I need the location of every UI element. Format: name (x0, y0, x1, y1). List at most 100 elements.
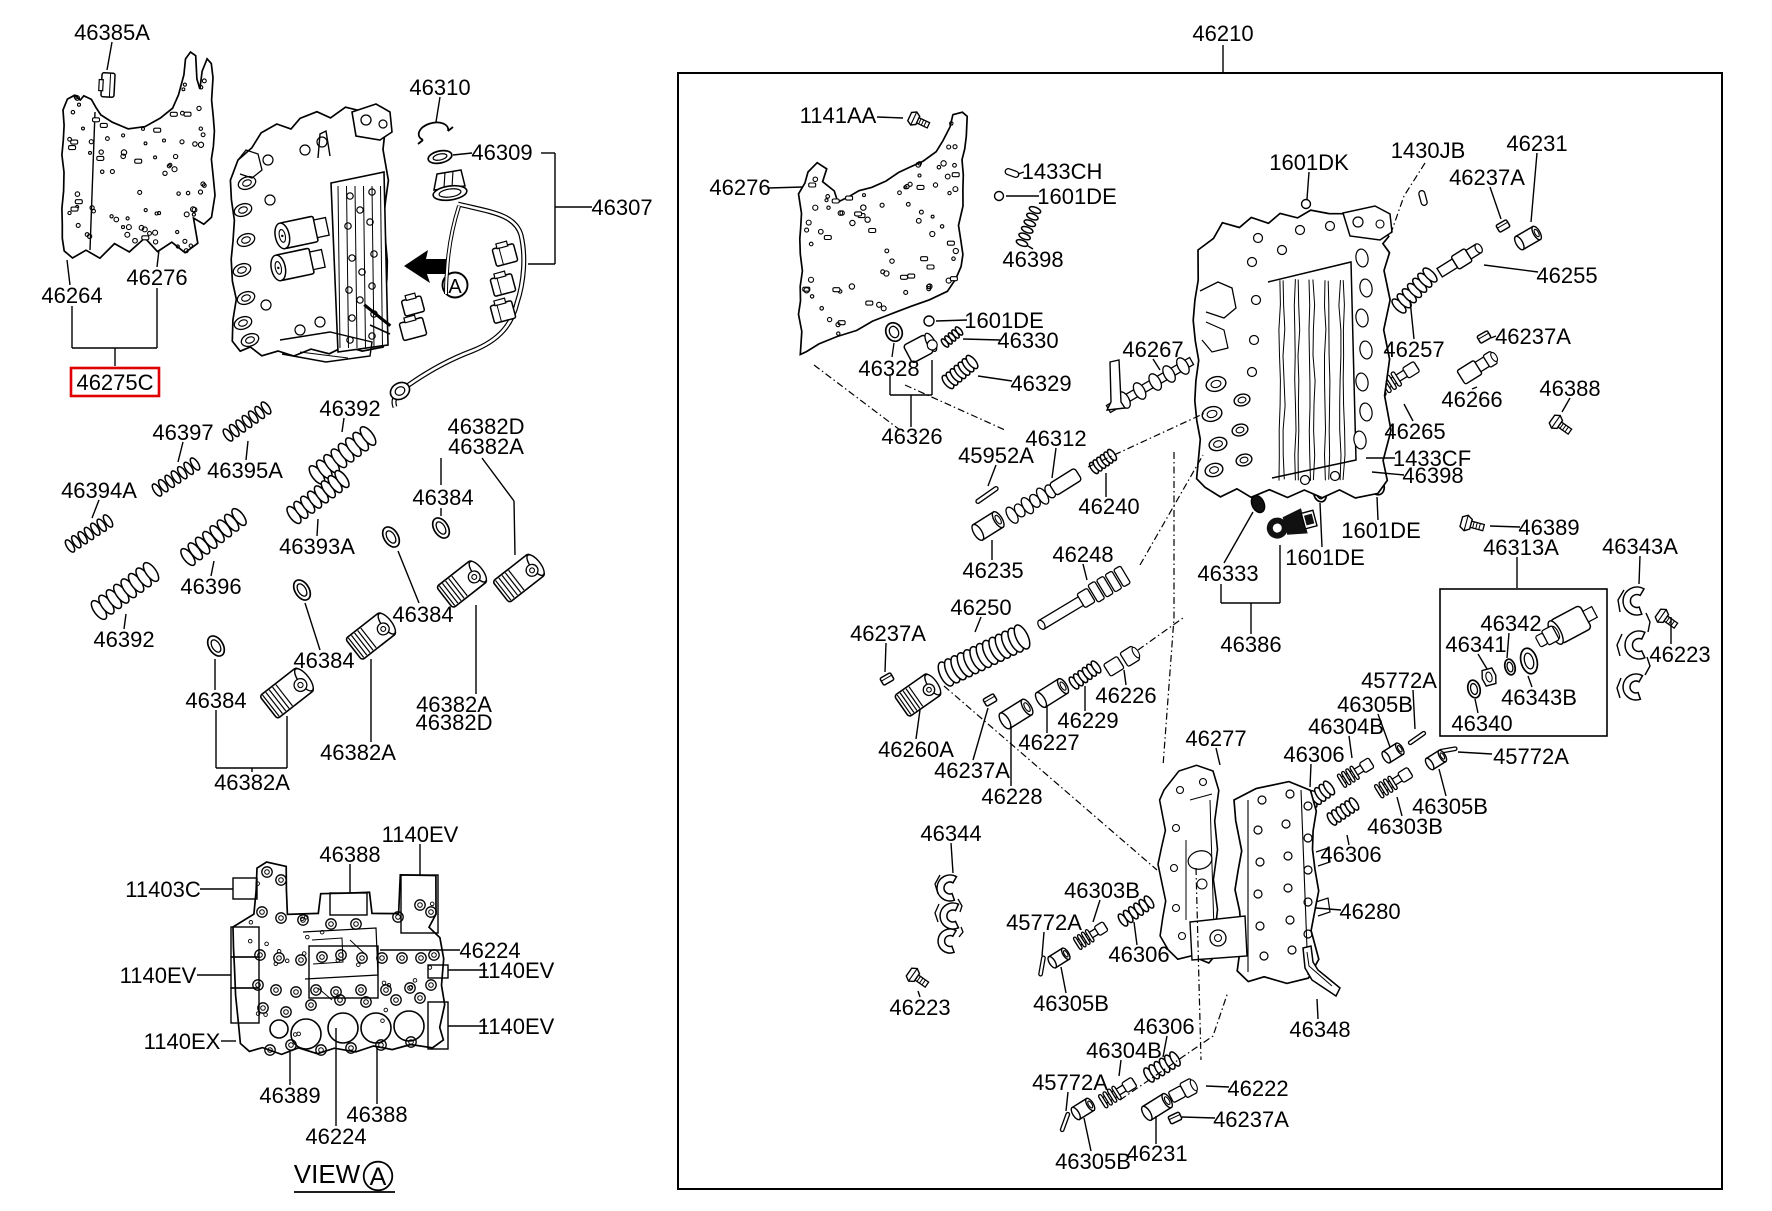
svg-text:46224: 46224 (459, 938, 520, 963)
svg-text:A: A (448, 276, 462, 298)
svg-text:46237A: 46237A (1495, 324, 1571, 349)
svg-text:46306: 46306 (1108, 942, 1169, 967)
svg-text:46306: 46306 (1133, 1014, 1194, 1039)
svg-text:1140EV: 1140EV (120, 963, 197, 988)
svg-text:46392: 46392 (93, 627, 154, 652)
svg-text:46382A: 46382A (320, 740, 396, 765)
svg-text:1141AA: 1141AA (800, 103, 877, 128)
svg-text:46240: 46240 (1078, 494, 1139, 519)
svg-text:46333: 46333 (1197, 561, 1258, 586)
svg-text:46227: 46227 (1018, 730, 1079, 755)
svg-text:46228: 46228 (981, 784, 1042, 809)
svg-text:46305B: 46305B (1412, 794, 1488, 819)
svg-text:46343A: 46343A (1602, 534, 1678, 559)
svg-text:46384: 46384 (412, 485, 473, 510)
svg-text:46382A: 46382A (448, 434, 524, 459)
svg-text:11403C: 11403C (125, 877, 201, 902)
svg-text:46382A: 46382A (214, 770, 290, 795)
svg-text:46398: 46398 (1402, 463, 1463, 488)
svg-text:46304B: 46304B (1308, 714, 1384, 739)
svg-text:46231: 46231 (1126, 1141, 1187, 1166)
svg-text:46386: 46386 (1220, 632, 1281, 657)
svg-text:46265: 46265 (1384, 419, 1445, 444)
svg-text:46393A: 46393A (279, 534, 355, 559)
svg-text:46307: 46307 (591, 195, 652, 220)
svg-text:45772A: 45772A (1493, 744, 1569, 769)
svg-text:46223: 46223 (889, 995, 950, 1020)
svg-text:46222: 46222 (1227, 1076, 1288, 1101)
svg-text:1140EV: 1140EV (478, 1014, 555, 1039)
svg-text:46395A: 46395A (207, 458, 283, 483)
svg-text:46237A: 46237A (850, 621, 926, 646)
svg-text:1601DE: 1601DE (1285, 545, 1365, 570)
svg-text:46237A: 46237A (1449, 165, 1525, 190)
svg-text:46382D: 46382D (415, 710, 492, 735)
svg-text:46392: 46392 (319, 396, 380, 421)
svg-text:46343B: 46343B (1501, 685, 1577, 710)
svg-text:1601DE: 1601DE (1037, 184, 1117, 209)
svg-text:46303B: 46303B (1064, 878, 1140, 903)
svg-text:46309: 46309 (471, 140, 532, 165)
svg-text:46326: 46326 (881, 424, 942, 449)
svg-text:46396: 46396 (180, 574, 241, 599)
svg-text:46344: 46344 (920, 821, 981, 846)
svg-text:46385A: 46385A (74, 20, 150, 45)
svg-text:46223: 46223 (1649, 642, 1710, 667)
svg-text:45772A: 45772A (1361, 668, 1437, 693)
svg-text:46328: 46328 (858, 356, 919, 381)
svg-text:46313A: 46313A (1483, 535, 1559, 560)
svg-text:46397: 46397 (152, 420, 213, 445)
svg-text:46257: 46257 (1383, 337, 1444, 362)
svg-text:46235: 46235 (962, 558, 1023, 583)
svg-text:46388: 46388 (346, 1102, 407, 1127)
svg-text:46388: 46388 (1539, 376, 1600, 401)
svg-text:46304B: 46304B (1086, 1038, 1162, 1063)
svg-text:VIEW: VIEW (294, 1159, 361, 1189)
svg-text:46266: 46266 (1441, 387, 1502, 412)
svg-text:46305B: 46305B (1033, 991, 1109, 1016)
svg-text:46389: 46389 (259, 1083, 320, 1108)
svg-text:46382A: 46382A (416, 692, 492, 717)
svg-text:1430JB: 1430JB (1391, 138, 1466, 163)
svg-text:1433CF: 1433CF (1393, 446, 1471, 471)
svg-text:46341: 46341 (1445, 632, 1506, 657)
svg-text:46384: 46384 (293, 648, 354, 673)
svg-text:46250: 46250 (950, 595, 1011, 620)
svg-text:45952A: 45952A (958, 443, 1034, 468)
svg-text:46229: 46229 (1057, 708, 1118, 733)
svg-text:46305B: 46305B (1337, 692, 1413, 717)
svg-text:46394A: 46394A (61, 478, 137, 503)
svg-text:46398: 46398 (1002, 247, 1063, 272)
svg-text:1601DE: 1601DE (964, 308, 1044, 333)
svg-text:46237A: 46237A (1213, 1107, 1289, 1132)
svg-text:46255: 46255 (1536, 263, 1597, 288)
svg-text:46384: 46384 (392, 602, 453, 627)
svg-text:46312: 46312 (1025, 426, 1086, 451)
svg-text:45772A: 45772A (1006, 910, 1082, 935)
svg-text:46224: 46224 (305, 1124, 366, 1149)
svg-text:46275C: 46275C (76, 370, 153, 395)
svg-text:46340: 46340 (1451, 711, 1512, 736)
svg-text:46276: 46276 (709, 175, 770, 200)
svg-text:1601DE: 1601DE (1341, 518, 1421, 543)
svg-text:1140EV: 1140EV (382, 822, 459, 847)
svg-text:46280: 46280 (1339, 899, 1400, 924)
svg-text:46388: 46388 (319, 842, 380, 867)
svg-text:46276: 46276 (126, 265, 187, 290)
svg-text:46310: 46310 (409, 75, 470, 100)
svg-text:46348: 46348 (1289, 1017, 1350, 1042)
svg-text:46329: 46329 (1010, 371, 1071, 396)
svg-text:46389: 46389 (1518, 515, 1579, 540)
svg-text:46306: 46306 (1320, 842, 1381, 867)
svg-text:46248: 46248 (1052, 542, 1113, 567)
svg-text:46264: 46264 (41, 283, 102, 308)
svg-text:46267: 46267 (1122, 337, 1183, 362)
svg-text:46305B: 46305B (1055, 1149, 1131, 1174)
svg-text:46303B: 46303B (1367, 814, 1443, 839)
svg-text:45772A: 45772A (1032, 1070, 1108, 1095)
svg-text:46342: 46342 (1480, 611, 1541, 636)
svg-text:46277: 46277 (1185, 726, 1246, 751)
svg-text:46231: 46231 (1506, 131, 1567, 156)
svg-text:1601DK: 1601DK (1269, 150, 1349, 175)
svg-text:1140EV: 1140EV (478, 958, 555, 983)
